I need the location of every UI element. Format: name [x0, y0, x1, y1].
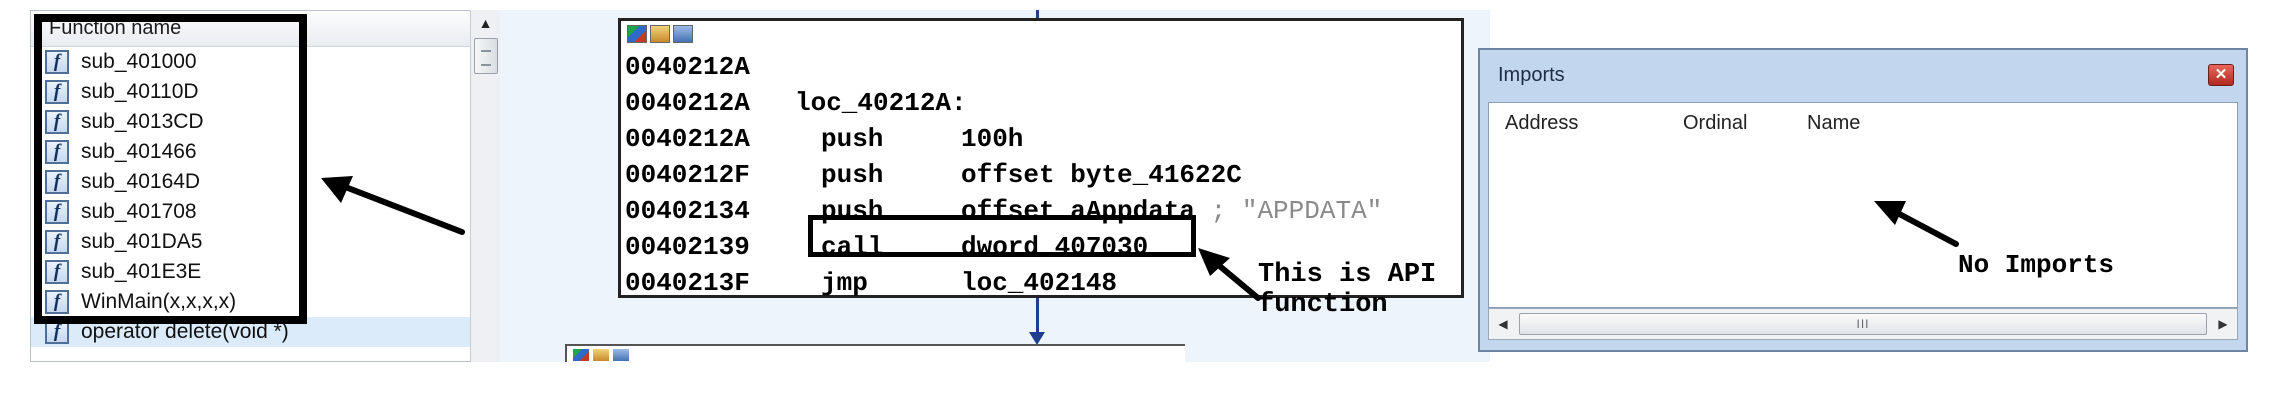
- next-code-block[interactable]: [565, 344, 1185, 362]
- imports-horizontal-scrollbar[interactable]: ◀ III ▶: [1488, 308, 2238, 340]
- function-item-label: sub_401E3E: [81, 260, 202, 283]
- function-icon: f: [45, 260, 69, 284]
- function-item-label: sub_401466: [81, 140, 197, 163]
- code-line[interactable]: 0040212A push 100h: [625, 121, 1461, 157]
- graph-edge-in: [1036, 10, 1039, 24]
- line-address: 0040212A: [625, 52, 750, 82]
- code-line[interactable]: 00402134 push offset aAppdata ; "APPDATA…: [625, 193, 1461, 229]
- function-item-label: sub_401DA5: [81, 230, 203, 253]
- line-operands[interactable]: offset byte_41622C: [961, 160, 1242, 190]
- imports-table[interactable]: Address Ordinal Name: [1488, 102, 2238, 308]
- imports-column-headers: Address Ordinal Name: [1489, 103, 2237, 143]
- function-item[interactable]: f WinMain(x,x,x,x): [31, 287, 499, 317]
- line-mnemonic: push: [821, 124, 884, 154]
- line-operands[interactable]: loc_402148: [961, 268, 1118, 298]
- line-operands[interactable]: 100h: [961, 124, 1024, 154]
- function-icon: f: [45, 80, 69, 104]
- edge-arrowhead-icon: [1029, 332, 1045, 345]
- line-mnemonic: jmp: [821, 268, 868, 298]
- line-mnemonic: push: [821, 196, 884, 226]
- column-header-ordinal[interactable]: Ordinal: [1683, 111, 1748, 134]
- function-item[interactable]: f sub_40164D: [31, 167, 499, 197]
- column-header-address[interactable]: Address: [1505, 111, 1579, 134]
- function-item[interactable]: f sub_401708: [31, 197, 499, 227]
- api-function-annotation: This is API function: [1258, 260, 1437, 320]
- function-icon: f: [45, 290, 69, 314]
- function-item[interactable]: f sub_40110D: [31, 77, 499, 107]
- close-icon[interactable]: ✕: [2208, 64, 2234, 86]
- function-icon: f: [45, 170, 69, 194]
- line-address: 00402134: [625, 196, 750, 226]
- line-mnemonic: call: [821, 232, 884, 262]
- code-line[interactable]: 0040212A loc_40212A:: [625, 85, 1461, 121]
- function-list: f sub_401000 f sub_40110D f sub_4013CD f…: [31, 47, 499, 347]
- function-icon: f: [45, 50, 69, 74]
- scroll-thumb[interactable]: III: [1519, 313, 2207, 335]
- code-line[interactable]: 0040212F push offset byte_41622C: [625, 157, 1461, 193]
- function-item[interactable]: f sub_401466: [31, 137, 499, 167]
- line-address: 0040213F: [625, 268, 750, 298]
- function-icon: f: [45, 320, 69, 344]
- function-item-label: sub_401000: [81, 50, 197, 73]
- function-name-column-header[interactable]: Function name: [31, 11, 499, 47]
- code-line[interactable]: 0040213F jmp loc_402148: [625, 265, 1461, 301]
- function-item-label: operator delete(void *): [81, 320, 289, 343]
- line-mnemonic: push: [821, 160, 884, 190]
- function-item-label: WinMain(x,x,x,x): [81, 290, 237, 313]
- node-rename-icon[interactable]: [650, 25, 670, 43]
- function-item-selected[interactable]: f operator delete(void *): [31, 317, 499, 347]
- line-address: 0040212A: [625, 88, 750, 118]
- column-header-name[interactable]: Name: [1807, 111, 1861, 134]
- line-operands[interactable]: offset aAppdata: [961, 196, 1196, 226]
- function-item[interactable]: f sub_401E3E: [31, 257, 499, 287]
- imports-titlebar[interactable]: Imports ✕: [1480, 50, 2246, 100]
- function-icon: f: [45, 110, 69, 134]
- imports-window: Imports ✕ Address Ordinal Name ◀ III ▶: [1478, 48, 2248, 352]
- line-label[interactable]: loc_40212A:: [795, 88, 967, 118]
- function-icon: f: [45, 140, 69, 164]
- function-item[interactable]: f sub_401DA5: [31, 227, 499, 257]
- line-operands[interactable]: dword 407030: [961, 232, 1149, 262]
- code-block-toolbar: [621, 21, 1461, 49]
- line-comment: ; "APPDATA": [1195, 196, 1383, 226]
- function-item[interactable]: f sub_401000: [31, 47, 499, 77]
- code-line[interactable]: 0040212A: [625, 49, 1461, 85]
- function-icon: f: [45, 200, 69, 224]
- line-address: 00402139: [625, 232, 750, 262]
- disassembly-lines: 0040212A 0040212A loc_40212A: 0040212A p…: [621, 49, 1461, 301]
- function-icon: f: [45, 230, 69, 254]
- line-address: 0040212A: [625, 124, 750, 154]
- scroll-up-icon[interactable]: ▲: [478, 15, 493, 31]
- function-item[interactable]: f sub_4013CD: [31, 107, 499, 137]
- code-line-call[interactable]: 00402139 call dword 407030: [625, 229, 1461, 265]
- node-group-icon[interactable]: [673, 25, 693, 43]
- scroll-right-icon[interactable]: ▶: [2218, 317, 2228, 331]
- no-imports-annotation: No Imports: [1958, 250, 2115, 280]
- function-item-label: sub_40164D: [81, 170, 201, 193]
- function-item-label: sub_40110D: [81, 80, 199, 103]
- code-block[interactable]: 0040212A 0040212A loc_40212A: 0040212A p…: [618, 18, 1464, 298]
- imports-title: Imports: [1498, 63, 1565, 86]
- function-item-label: sub_401708: [81, 200, 197, 223]
- node-rename-icon: [593, 349, 609, 361]
- node-group-icon: [613, 349, 629, 361]
- node-color-icon: [573, 349, 589, 361]
- function-list-scrollbar[interactable]: ▲: [470, 10, 500, 362]
- scroll-thumb[interactable]: [474, 38, 498, 74]
- scroll-left-icon[interactable]: ◀: [1498, 317, 1508, 331]
- node-color-icon[interactable]: [627, 25, 647, 43]
- graph-edge-out: [1036, 292, 1039, 334]
- line-address: 0040212F: [625, 160, 750, 190]
- function-item-label: sub_4013CD: [81, 110, 204, 133]
- functions-panel: Function name f sub_401000 f sub_40110D …: [30, 10, 500, 362]
